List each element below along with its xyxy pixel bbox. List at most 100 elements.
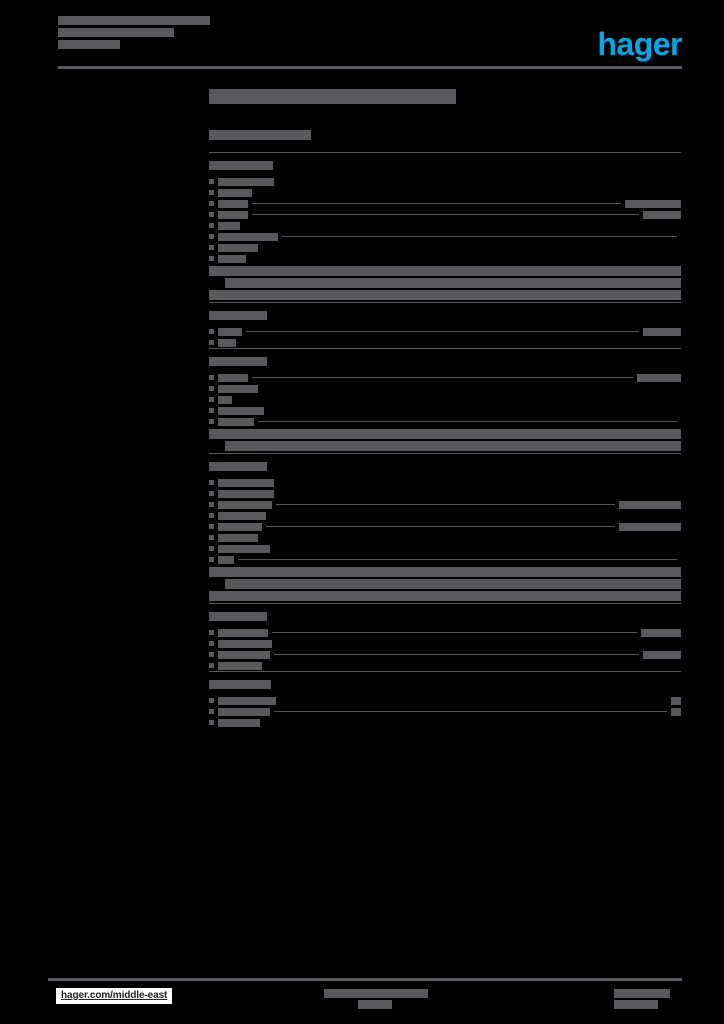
- spec-row-label: [218, 417, 254, 426]
- leader-dots: [238, 559, 677, 560]
- spec-text-block: [209, 591, 681, 601]
- leader-dots: [270, 515, 677, 516]
- leader-dots: [258, 421, 677, 422]
- spec-row: [209, 706, 681, 717]
- header-divider: [58, 66, 682, 69]
- footer-right-line-1: [614, 989, 670, 998]
- section-heading-redaction: [209, 612, 267, 622]
- spec-row: [209, 383, 681, 394]
- bullet-icon: [209, 340, 214, 345]
- footer-center-line-2: [358, 1000, 392, 1009]
- leader-dots: [262, 537, 677, 538]
- bullet-icon: [209, 663, 214, 668]
- spec-row: [209, 532, 681, 543]
- spec-row-label: [218, 384, 258, 393]
- leader-dots: [246, 331, 639, 332]
- section-heading: [209, 349, 681, 372]
- bullet-icon: [209, 652, 214, 657]
- spec-row-label: [218, 533, 258, 542]
- spec-row-value: [671, 696, 681, 705]
- spec-section: [209, 671, 681, 728]
- leader-dots: [262, 388, 677, 389]
- spec-row: [209, 510, 681, 521]
- page-title-redaction: [209, 89, 456, 105]
- spec-row: [209, 416, 681, 427]
- spec-row-label: [218, 221, 240, 230]
- header-title-line-1: [58, 16, 210, 25]
- spec-row-label: [218, 555, 234, 564]
- spec-row-label: [218, 254, 246, 263]
- leader-dots: [252, 214, 639, 215]
- spec-row-label: [218, 199, 248, 208]
- spec-row-value: [643, 327, 681, 336]
- bullet-icon: [209, 709, 214, 714]
- bullet-icon: [209, 502, 214, 507]
- bullet-icon: [209, 630, 214, 635]
- spec-row-value: [643, 210, 681, 219]
- datasheet-content: [209, 88, 681, 728]
- spec-section: [209, 453, 681, 601]
- bullet-icon: [209, 386, 214, 391]
- spec-row-label: [218, 707, 270, 716]
- leader-dots: [240, 342, 677, 343]
- leader-dots: [280, 700, 667, 701]
- spec-row-label: [218, 511, 266, 520]
- page-subtitle: [209, 126, 681, 140]
- section-heading: [209, 454, 681, 477]
- spec-row-label: [218, 373, 248, 382]
- spec-section: [209, 302, 681, 348]
- spec-row-label: [218, 500, 272, 509]
- spec-row-label: [218, 177, 274, 186]
- spec-row: [209, 220, 681, 231]
- bullet-icon: [209, 698, 214, 703]
- spec-row: [209, 176, 681, 187]
- spec-row: [209, 695, 681, 706]
- bullet-icon: [209, 513, 214, 518]
- spec-row-value: [641, 628, 681, 637]
- spec-row-label: [218, 718, 260, 727]
- spec-row: [209, 198, 681, 209]
- spec-row: [209, 253, 681, 264]
- bullet-icon: [209, 397, 214, 402]
- page-title: [209, 88, 681, 105]
- section-divider: [209, 152, 681, 153]
- bullet-icon: [209, 329, 214, 334]
- leader-dots: [276, 643, 677, 644]
- leader-dots: [268, 410, 677, 411]
- bullet-icon: [209, 201, 214, 206]
- leader-dots: [274, 654, 639, 655]
- footer-center-block: [324, 989, 428, 1009]
- leader-dots: [274, 548, 677, 549]
- page-footer: hager.com/middle-east: [48, 988, 682, 1010]
- leader-dots: [252, 377, 633, 378]
- spec-text-block: [209, 290, 681, 300]
- bullet-icon: [209, 190, 214, 195]
- spec-text-block: [225, 278, 681, 288]
- spec-row: [209, 477, 681, 488]
- spec-row: [209, 649, 681, 660]
- bullet-icon: [209, 223, 214, 228]
- spec-row: [209, 326, 681, 337]
- section-heading: [209, 672, 681, 695]
- spec-row-value: [637, 373, 681, 382]
- spec-row-value: [671, 707, 681, 716]
- spec-row: [209, 209, 681, 220]
- bullet-icon: [209, 419, 214, 424]
- section-heading-redaction: [209, 161, 273, 171]
- spec-row: [209, 231, 681, 242]
- spec-row-label: [218, 661, 262, 670]
- leader-dots: [244, 225, 677, 226]
- spec-row: [209, 638, 681, 649]
- footer-url-link[interactable]: hager.com/middle-east: [56, 988, 173, 1004]
- section-heading-redaction: [209, 680, 271, 690]
- spec-row-label: [218, 188, 252, 197]
- spec-row-label: [218, 210, 248, 219]
- leader-dots: [256, 192, 677, 193]
- header-title-line-3: [58, 40, 120, 49]
- spec-row-label: [218, 522, 262, 531]
- footer-right-line-2: [614, 1000, 658, 1009]
- spec-row-label: [218, 406, 264, 415]
- section-heading: [209, 303, 681, 326]
- bullet-icon: [209, 256, 214, 261]
